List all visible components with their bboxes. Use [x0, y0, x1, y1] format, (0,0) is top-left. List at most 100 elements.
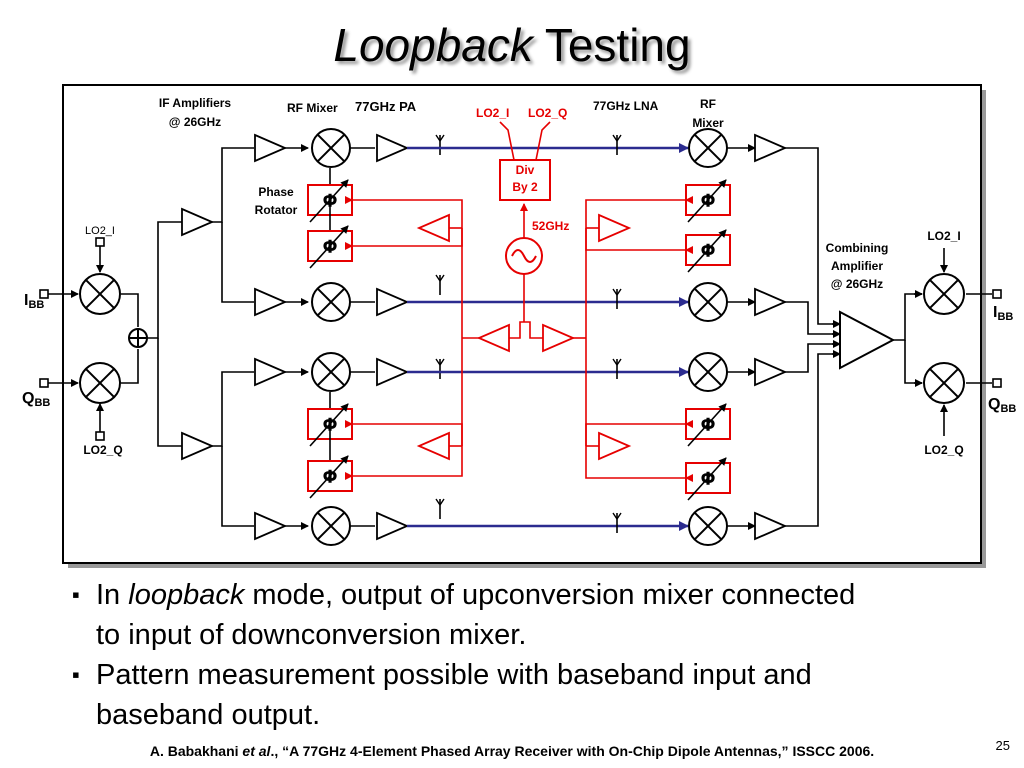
wire	[785, 353, 840, 527]
pa-amplifier	[376, 287, 410, 317]
lo-wire	[499, 121, 515, 161]
if-amplifier	[754, 133, 788, 163]
ref-rest: ., “A 77GHz 4-Element Phased Array Recei…	[270, 743, 875, 759]
if-amplifier	[254, 357, 288, 387]
qbb-output-port	[992, 378, 1002, 388]
title-italic: Loopback	[333, 19, 533, 71]
wire	[147, 221, 182, 339]
tuning-arrow	[309, 403, 349, 447]
if-amplifier	[254, 133, 288, 163]
qbb-right-label: QBB	[988, 396, 1016, 415]
bullet-1-line2: to input of downconversion mixer.	[96, 619, 527, 651]
phase-rotator-label: Phase	[258, 185, 294, 199]
tuning-arrow	[687, 403, 727, 447]
combining-amplifier-label: Combining	[826, 241, 889, 255]
wire	[157, 338, 182, 447]
pa-amplifier	[376, 133, 410, 163]
antenna-arm	[616, 512, 622, 520]
lo2-q-left-label: LO2_Q	[83, 443, 122, 457]
if-amplifier	[254, 511, 288, 541]
phase-rotator-label-2: Rotator	[255, 203, 298, 217]
lo2-q-top-label: LO2_Q	[528, 106, 567, 120]
combining-amplifier-label-3: @ 26GHz	[831, 277, 883, 291]
divider-block	[499, 159, 551, 201]
antenna-arm	[612, 288, 618, 296]
wire	[893, 293, 922, 341]
pa-amplifier	[376, 511, 410, 541]
reference-citation: A. Babakhani et al., “A 77GHz 4-Element …	[0, 743, 1024, 759]
bullet-1-text-b: mode, output of upconversion mixer conne…	[244, 579, 856, 611]
mixer-cross	[317, 512, 345, 540]
mixer-cross	[317, 358, 345, 386]
mixer-cross	[85, 368, 115, 398]
if-amplifier	[181, 207, 215, 237]
bullet-marker: ▪	[72, 662, 80, 687]
lo-wire	[352, 199, 463, 228]
antenna-arm	[616, 134, 622, 142]
wire	[212, 147, 254, 223]
antenna-arm	[435, 134, 441, 142]
lo-wire	[352, 446, 463, 477]
bullet-marker: ▪	[72, 582, 80, 607]
lo2-q-left-port	[95, 431, 105, 441]
if-amplifier	[754, 511, 788, 541]
lo2-i-left-port	[95, 237, 105, 247]
lna-77ghz-label: 77GHz LNA	[593, 99, 659, 113]
mixer-cross	[317, 288, 345, 316]
bullet-1: ▪ In loopback mode, output of upconversi…	[72, 575, 1012, 655]
pa-77ghz-label: 77GHz PA	[355, 99, 417, 114]
page-number: 25	[995, 738, 1010, 753]
tuning-arrow	[309, 225, 349, 269]
divider-label: Div	[516, 163, 535, 177]
tuning-arrow	[687, 457, 727, 501]
ref-author: A. Babakhani	[149, 743, 243, 759]
antenna-arm	[439, 134, 445, 142]
rf-mixer-tx-label: RF Mixer	[287, 101, 338, 115]
mixer-cross	[85, 279, 115, 309]
mixer-cross	[317, 134, 345, 162]
lo-wire	[524, 321, 543, 339]
lo-wire	[509, 321, 524, 339]
mixer-cross	[694, 288, 722, 316]
lo2-i-right-label: LO2_I	[927, 229, 960, 243]
antenna-arm	[612, 512, 618, 520]
qbb-left-label: QBB	[22, 390, 50, 409]
bullet-2-line2: baseband output.	[96, 699, 321, 731]
if-amplifier	[181, 431, 215, 461]
wire	[785, 147, 840, 325]
oscillator-52ghz-label: 52GHz	[532, 219, 569, 233]
lo2-q-right-label: LO2_Q	[924, 443, 963, 457]
bullet-2-text: Pattern measurement possible with baseba…	[96, 659, 812, 691]
antenna-arm	[616, 358, 622, 366]
ibb-right-label: IBB	[993, 304, 1013, 323]
tuning-arrow	[309, 179, 349, 223]
lo2-i-left-label: LO2_I	[85, 225, 115, 237]
ibb-input-port	[39, 289, 49, 299]
wire	[221, 446, 254, 527]
wire	[212, 371, 254, 447]
lo-wire	[535, 121, 551, 161]
antenna-arm	[439, 358, 445, 366]
tuning-arrow	[309, 455, 349, 499]
tuning-arrow	[687, 179, 727, 223]
tuning-arrow	[687, 229, 727, 273]
slide-title: Loopback Testing	[0, 18, 1024, 72]
wire	[221, 222, 254, 303]
lo-wire	[585, 446, 686, 479]
divider-label-2: By 2	[512, 180, 538, 194]
rf-mixer-rx-label-2: Mixer	[692, 116, 724, 130]
antenna-arm	[435, 498, 441, 506]
if-amplifier	[754, 287, 788, 317]
antenna-arm	[612, 358, 618, 366]
ref-etal: et al	[242, 743, 271, 759]
qbb-input-port	[39, 378, 49, 388]
antenna-arm	[435, 358, 441, 366]
mixer-cross	[929, 279, 959, 309]
wire	[121, 293, 139, 327]
lo2-i-top-label: LO2_I	[476, 106, 509, 120]
oscillator-wave	[511, 249, 537, 263]
ibb-left-label: IBB	[24, 292, 44, 311]
antenna-arm	[612, 134, 618, 142]
mixer-cross	[694, 358, 722, 386]
antenna-arm	[439, 274, 445, 282]
